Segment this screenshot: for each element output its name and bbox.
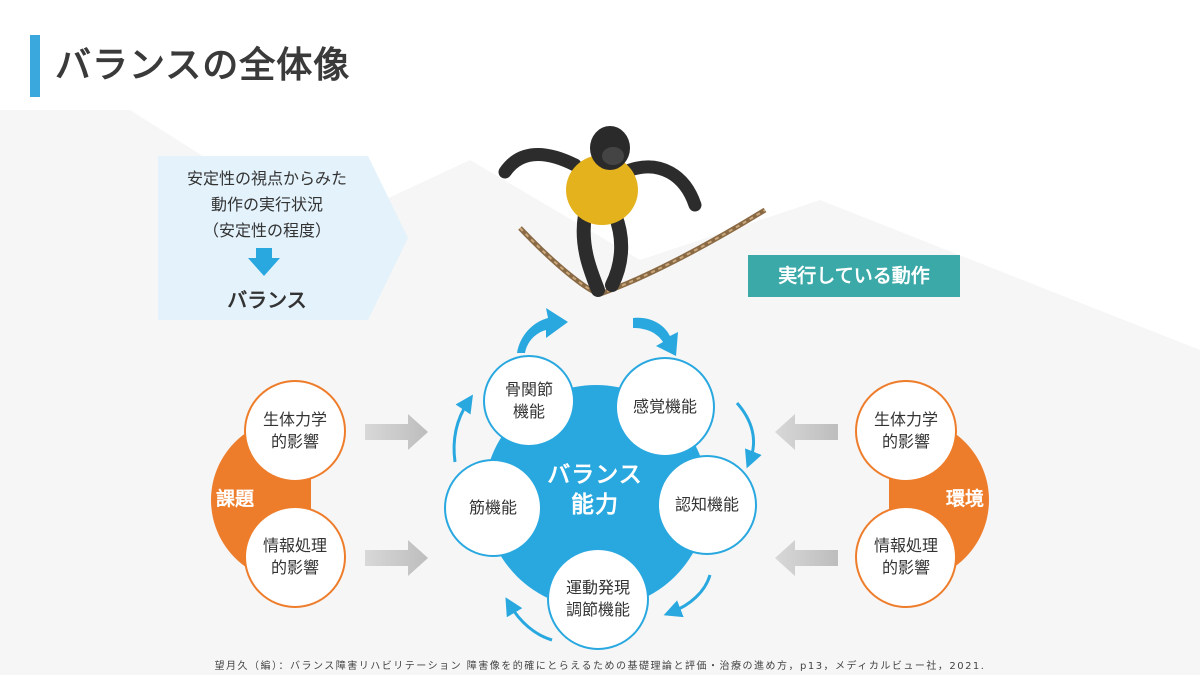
cycle-arrows <box>452 394 762 642</box>
gorilla-tightrope-image <box>498 126 767 297</box>
sensory-label: 感覚機能 <box>632 397 697 416</box>
action-label: 実行している動作 <box>748 255 960 297</box>
bone-joint-line-2: 機能 <box>512 402 545 421</box>
muscle-label: 筋機能 <box>468 498 517 517</box>
center-line-1: バランス <box>547 462 643 488</box>
env-top-line-1: 生体力学 <box>873 410 938 429</box>
environment-information-processing-circle: 情報処理 的影響 <box>855 506 957 608</box>
bone-joint-line-1: 骨関節 <box>504 380 553 399</box>
motor-control-function-circle: 運動発現 調節機能 <box>547 548 649 650</box>
info-line-3: （安定性の程度） <box>202 221 331 240</box>
task-information-processing-circle: 情報処理 的影響 <box>244 506 346 608</box>
env-bottom-line-1: 情報処理 <box>873 536 938 555</box>
top-swoosh-arrows <box>517 308 678 356</box>
task-bottom-line-1: 情報処理 <box>262 536 327 555</box>
info-result: バランス <box>227 288 307 312</box>
cognitive-function-circle: 認知機能 <box>657 455 757 555</box>
task-biomechanics-circle: 生体力学 的影響 <box>244 380 346 482</box>
title-accent-bar <box>30 35 40 97</box>
env-top-line-2: 的影響 <box>881 432 930 451</box>
cognitive-label: 認知機能 <box>674 495 739 514</box>
citation: 望月久（編）：バランス障害リハビリテーション 障害像を的確にとらえるための基礎理… <box>214 661 986 672</box>
environment-biomechanics-circle: 生体力学 的影響 <box>855 380 957 482</box>
task-bottom-line-2: 的影響 <box>270 558 319 577</box>
muscle-function-circle: 筋機能 <box>444 459 542 557</box>
balance-ability-label: バランス 能力 <box>535 460 655 520</box>
gray-arrows <box>365 414 838 576</box>
sensory-function-circle: 感覚機能 <box>615 357 715 457</box>
page-title: バランスの全体像 <box>55 45 351 86</box>
motor-line-2: 調節機能 <box>565 600 630 619</box>
motor-line-1: 運動発現 <box>565 578 630 597</box>
task-top-line-2: 的影響 <box>270 432 319 451</box>
info-description: 安定性の視点からみた 動作の実行状況 （安定性の程度） <box>162 166 372 244</box>
environment-label: 環境 <box>945 488 984 510</box>
info-line-2: 動作の実行状況 <box>210 195 323 214</box>
info-box-shape <box>158 156 408 320</box>
task-top-line-1: 生体力学 <box>262 410 327 429</box>
down-arrow-icon <box>248 248 280 276</box>
center-line-2: 能力 <box>571 492 619 518</box>
info-line-1: 安定性の視点からみた <box>186 169 347 188</box>
bone-joint-function-circle: 骨関節 機能 <box>483 355 575 447</box>
task-label: 課題 <box>215 488 254 510</box>
env-bottom-line-2: 的影響 <box>881 558 930 577</box>
